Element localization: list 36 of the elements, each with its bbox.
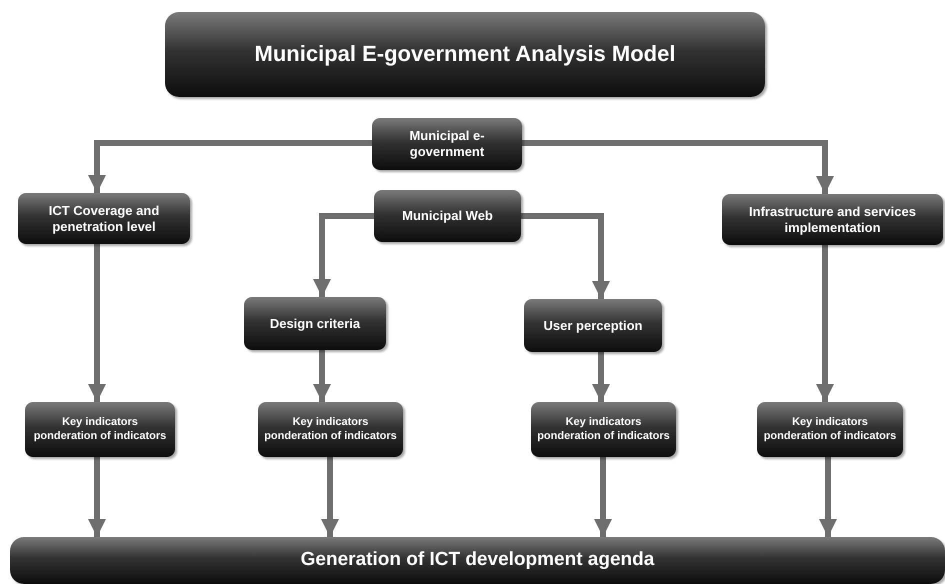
box-label: Municipal e-government (408, 128, 486, 160)
box-label: Municipal Web (402, 208, 493, 224)
process-box (18, 193, 190, 244)
box-label: Key indicators ponderation of indicators (32, 416, 168, 443)
process-box (258, 402, 403, 457)
process-box (374, 190, 521, 242)
arrow (592, 352, 610, 402)
agenda-bar (10, 537, 945, 584)
box-label: User perception (544, 318, 642, 334)
arrow (321, 457, 339, 537)
process-box (25, 402, 175, 457)
arrow (521, 213, 610, 299)
box-label: Generation of ICT development agenda (300, 549, 654, 572)
arrow (88, 244, 106, 402)
box-label: Key indicators ponderation of indicators (537, 416, 670, 443)
box-label: ICT Coverage and penetration level (48, 202, 160, 234)
process-box (372, 118, 522, 170)
process-box (531, 402, 676, 457)
box-label: Key indicators ponderation of indicators (264, 416, 397, 443)
process-box (244, 297, 386, 350)
box-label: Key indicators ponderation of indicators (763, 416, 897, 443)
arrow (313, 213, 374, 297)
arrow (88, 457, 106, 537)
arrow (88, 140, 372, 193)
box-label: Design criteria (270, 316, 360, 332)
arrow (522, 140, 834, 194)
arrow (594, 457, 612, 537)
title-box (165, 12, 765, 97)
process-box (524, 299, 662, 352)
process-box (722, 194, 943, 245)
arrow (816, 245, 834, 402)
process-box (757, 402, 903, 457)
arrow (313, 350, 331, 402)
arrow (819, 457, 837, 537)
box-label: Infrastructure and services implementation (748, 204, 917, 236)
box-label: Municipal E-government Analysis Model (254, 41, 676, 68)
